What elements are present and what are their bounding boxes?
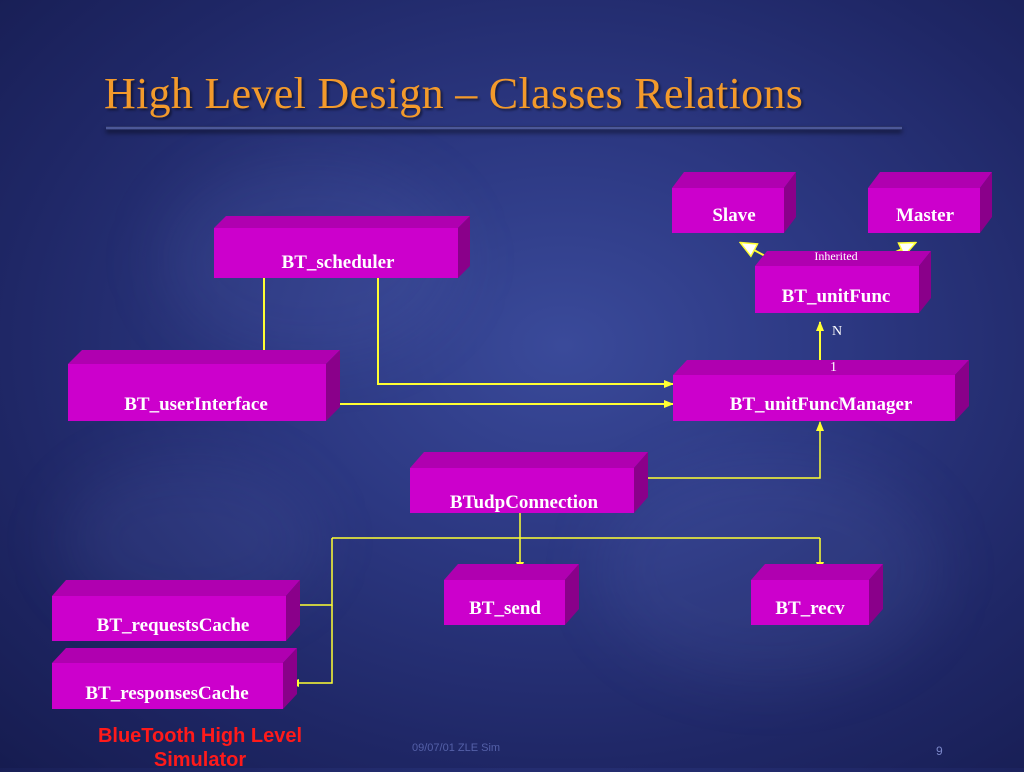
class-box-responsescache: BT_responsesCache [52, 648, 297, 709]
class-box-slave: Slave [672, 172, 796, 233]
class-name-unitfuncmanager: BT_unitFuncManager [730, 394, 913, 415]
class-box-send: BT_send [444, 564, 579, 625]
multiplicity-1-label: 1 [830, 360, 837, 375]
multiplicity-n-label: N [832, 324, 842, 339]
class-name-recv: BT_recv [775, 598, 845, 619]
class-box-unitfunc: BT_unitFunc [755, 251, 931, 313]
slide-title: High Level Design – Classes Relations [104, 69, 804, 118]
class-name-send: BT_send [469, 598, 541, 619]
title-underline [106, 126, 902, 130]
inherited-label: Inherited [814, 249, 857, 263]
class-name-responsescache: BT_responsesCache [85, 683, 248, 704]
class-name-udpconnection: BTudpConnection [450, 492, 599, 513]
udp-to-manager-line [634, 421, 824, 479]
class-name-unitfunc: BT_unitFunc [782, 286, 891, 307]
class-box-recv: BT_recv [751, 564, 883, 625]
class-box-scheduler: BT_scheduler [214, 216, 470, 278]
class-box-master: Master [868, 172, 992, 233]
class-name-scheduler: BT_scheduler [282, 252, 396, 273]
class-box-userinterface: BT_userInterface [68, 350, 340, 421]
class-box-requestscache: BT_requestsCache [52, 580, 300, 641]
footer-title: BlueTooth High Level Simulator [97, 725, 303, 771]
class-name-userinterface: BT_userInterface [124, 394, 268, 415]
bus-to-responses-line [289, 605, 333, 687]
scheduler-to-manager-line [377, 278, 674, 388]
class-name-slave: Slave [712, 205, 755, 226]
class-box-udpconnection: BTudpConnection [410, 452, 648, 513]
footer-center-text: 09/07/01 ZLE Sim [412, 742, 501, 754]
class-box-unitfuncmanager: BT_unitFuncManager [673, 360, 969, 421]
class-name-master: Master [896, 205, 955, 226]
page-number: 9 [936, 744, 943, 758]
class-name-requestscache: BT_requestsCache [97, 615, 250, 636]
